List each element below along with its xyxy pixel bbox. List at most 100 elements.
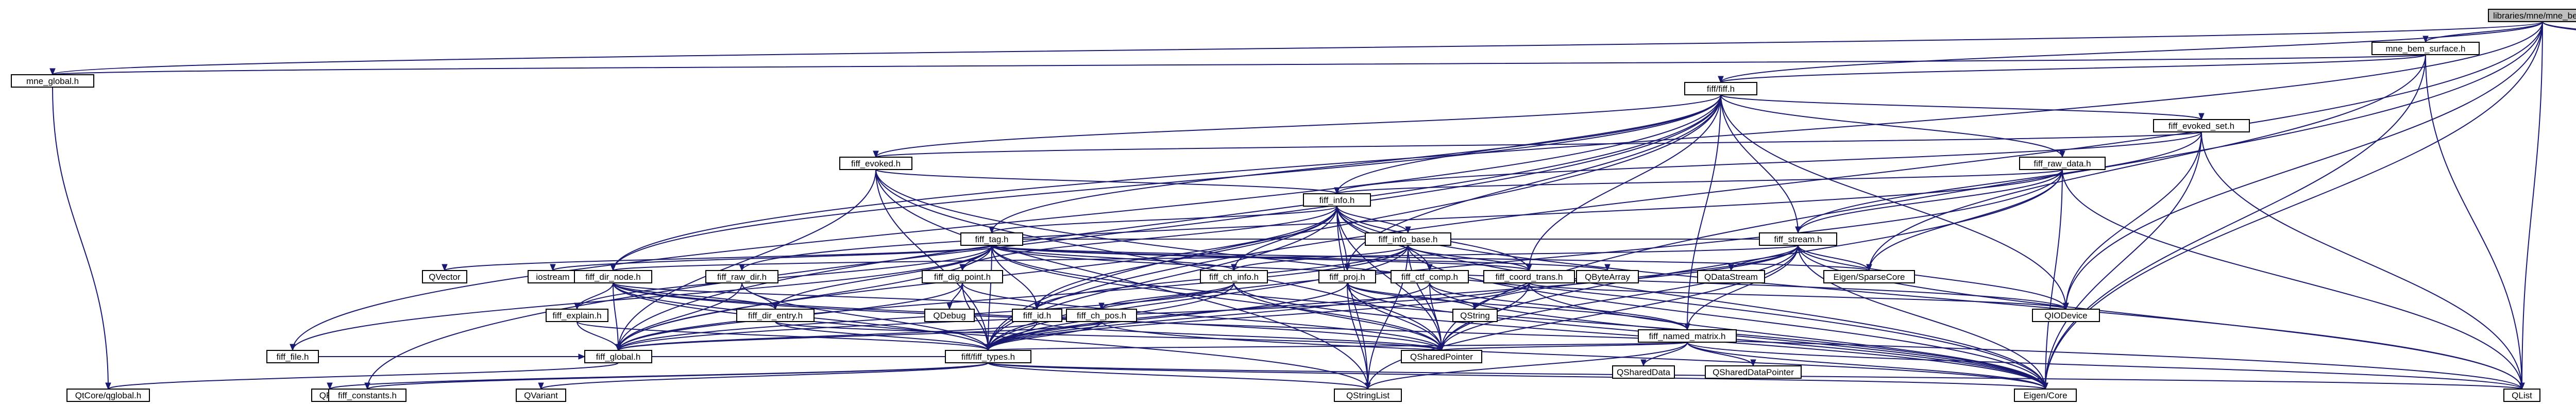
node-label: QByteArray (1585, 272, 1630, 282)
edge-root-to-qsharedpointer (1441, 21, 2543, 351)
edge-fiff-to-qiodevice (1720, 94, 2066, 310)
node-fiff-tag[interactable]: fiff_tag.h (960, 232, 1023, 246)
edge-fiff_stream-to-fiff_types (988, 245, 1799, 351)
node-label: QSharedPointer (1410, 352, 1473, 362)
node-iostream[interactable]: iostream (528, 270, 578, 283)
node-fiff-ctf-comp[interactable]: fiff_ctf_comp.h (1391, 270, 1469, 283)
node-label: fiff_coord_trans.h (1495, 272, 1563, 282)
node-box (1576, 270, 1639, 283)
node-qlist[interactable]: QList (2503, 389, 2540, 402)
node-box (1012, 309, 1062, 322)
node-label: QDebug (933, 311, 965, 321)
node-label: libraries/mne/mne_bem.h (2493, 11, 2576, 21)
arrowhead-fiff_ch_pos-to-fiff_global (615, 344, 621, 351)
node-label: fiff_explain.h (552, 311, 601, 321)
node-fiff-dir-entry[interactable]: fiff_dir_entry.h (736, 309, 815, 322)
node-qdatastream[interactable]: QDataStream (1697, 270, 1765, 283)
node-qshareddatapointer[interactable]: QSharedDataPointer (1705, 365, 1802, 379)
edge-mne_bem_surface-to-eigen_core (2045, 54, 2426, 390)
node-fiff-global[interactable]: fiff_global.h (584, 350, 652, 363)
node-eigen-sparse[interactable]: Eigen/SparseCore (1823, 270, 1915, 283)
edge-fiff_named_matrix-to-fiff_types (988, 342, 1688, 351)
node-fiff-id[interactable]: fiff_id.h (1012, 309, 1062, 322)
node-qtcoreglobal[interactable]: QtCore/qglobal.h (66, 389, 150, 402)
node-fiff-evoked-set[interactable]: fiff_evoked_set.h (2153, 119, 2250, 132)
edge-mne_global-to-qtcoreglobal (52, 87, 109, 390)
node-qshareddata[interactable]: QSharedData (1612, 365, 1675, 379)
edge-root-to-mne_global (52, 21, 2543, 75)
node-fiff-explain[interactable]: fiff_explain.h (546, 309, 608, 322)
node-box (266, 350, 319, 363)
node-box (922, 270, 1003, 283)
node-qdebug[interactable]: QDebug (924, 309, 975, 322)
edge-fiff_evoked-to-fiff_global (618, 169, 876, 351)
node-root[interactable]: libraries/mne/mne_bem.h (2488, 9, 2576, 22)
edge-fiff_global-to-qtcoreglobal (108, 362, 619, 390)
node-label: fiff/fiff_types.h (961, 352, 1015, 362)
arrowhead-fiff_raw_data-to-fiff_info (1334, 187, 1340, 195)
node-box (1066, 309, 1137, 322)
node-fiff-ch-pos[interactable]: fiff_ch_pos.h (1066, 309, 1137, 322)
node-label: fiff_evoked_set.h (2168, 121, 2234, 131)
edge-fiff-to-fiff_global (618, 94, 1721, 351)
edge-fiff_proj-to-qstring (1347, 282, 1476, 310)
node-mne-bem-surface[interactable]: mne_bem_surface.h (2371, 42, 2480, 55)
node-label: fiff_file.h (276, 352, 309, 362)
node-eigen-core[interactable]: Eigen/Core (2014, 389, 2077, 402)
arrowhead-fiff_dig_point-to-qdebug (946, 302, 953, 310)
node-label: fiff_dig_point.h (934, 272, 991, 282)
node-fiff-info[interactable]: fiff_info.h (1303, 193, 1371, 207)
node-qiodevice[interactable]: QIODevice (2032, 309, 2100, 322)
arrowhead-fiff_types-to-qstringlist (1365, 382, 1371, 390)
edge-fiff_dir_node-to-fiff_global (613, 282, 619, 351)
edge-fiff_ctf_comp-to-qsharedpointer (1429, 282, 1442, 351)
edge-fiff_info-to-qstringlist (1336, 206, 1368, 390)
node-fiff-info-base[interactable]: fiff_info_base.h (1365, 232, 1451, 246)
node-fiff-dig-point[interactable]: fiff_dig_point.h (922, 270, 1003, 283)
node-fiff-named-matrix[interactable]: fiff_named_matrix.h (1638, 329, 1737, 343)
node-mne-global[interactable]: mne_global.h (11, 74, 94, 88)
node-qsharedpointer[interactable]: QSharedPointer (1401, 350, 1482, 363)
node-qvector[interactable]: QVector (422, 270, 467, 283)
edge-root-to-fiff (1720, 21, 2543, 83)
node-fiff-file[interactable]: fiff_file.h (266, 350, 319, 363)
edge-fiff_named_matrix-to-qshareddata (1643, 342, 1688, 366)
edge-fiff_stream-to-fiff_dir_node (613, 245, 1799, 271)
node-box (11, 74, 94, 88)
node-fiff-raw-dir[interactable]: fiff_raw_dir.h (705, 270, 778, 283)
node-box (924, 309, 975, 322)
arrowhead-fiff_named_matrix-to-qsharedpointer (1438, 344, 1445, 351)
node-fiff-evoked[interactable]: fiff_evoked.h (839, 157, 912, 170)
node-box (1684, 82, 1757, 95)
node-fiff-stream[interactable]: fiff_stream.h (1759, 232, 1837, 246)
edge-root-to-fiff_types (988, 21, 2543, 351)
node-label: fiff_constants.h (338, 391, 397, 400)
node-fiff-coord-trans[interactable]: fiff_coord_trans.h (1483, 270, 1575, 283)
node-label: mne_bem_surface.h (2386, 44, 2466, 54)
node-qstring[interactable]: QString (1452, 309, 1498, 322)
node-fiff-raw-data[interactable]: fiff_raw_data.h (2019, 157, 2106, 170)
node-box (2371, 42, 2480, 55)
node-fiff-types[interactable]: fiff/fiff_types.h (945, 350, 1031, 363)
edge-fiff_tag-to-qbytearray (991, 245, 1608, 271)
node-box (1823, 270, 1915, 283)
edge-fiff_info-to-qlist (1336, 206, 2522, 390)
node-qvariant[interactable]: QVariant (516, 389, 566, 402)
edge-fiff-to-fiff_constants (367, 94, 1721, 390)
arrowhead-mne_bem_surface-to-fiff (1718, 76, 1724, 83)
node-label: fiff_raw_dir.h (717, 272, 767, 282)
edge-fiff_explain-to-fiff_types (577, 321, 989, 351)
node-fiff-ch-info[interactable]: fiff_ch_info.h (1200, 270, 1268, 283)
node-fiff-constants[interactable]: fiff_constants.h (328, 389, 406, 402)
node-label: fiff_stream.h (1774, 234, 1822, 244)
node-fiff-proj[interactable]: fiff_proj.h (1318, 270, 1376, 283)
node-qbytearray[interactable]: QByteArray (1576, 270, 1639, 283)
node-label: fiff_id.h (1023, 311, 1052, 321)
node-fiff-dir-node[interactable]: fiff_dir_node.h (574, 270, 652, 283)
edge-fiff_evoked_set-to-qiodevice (2065, 131, 2202, 310)
node-fiff[interactable]: fiff/fiff.h (1684, 82, 1757, 95)
node-qstringlist[interactable]: QStringList (1334, 389, 1402, 402)
node-label: fiff_ch_info.h (1209, 272, 1259, 282)
edge-fiff_tag-to-eigen_sparse (991, 245, 1870, 271)
arrowhead-fiff-to-fiff_evoked_set (2198, 113, 2205, 121)
